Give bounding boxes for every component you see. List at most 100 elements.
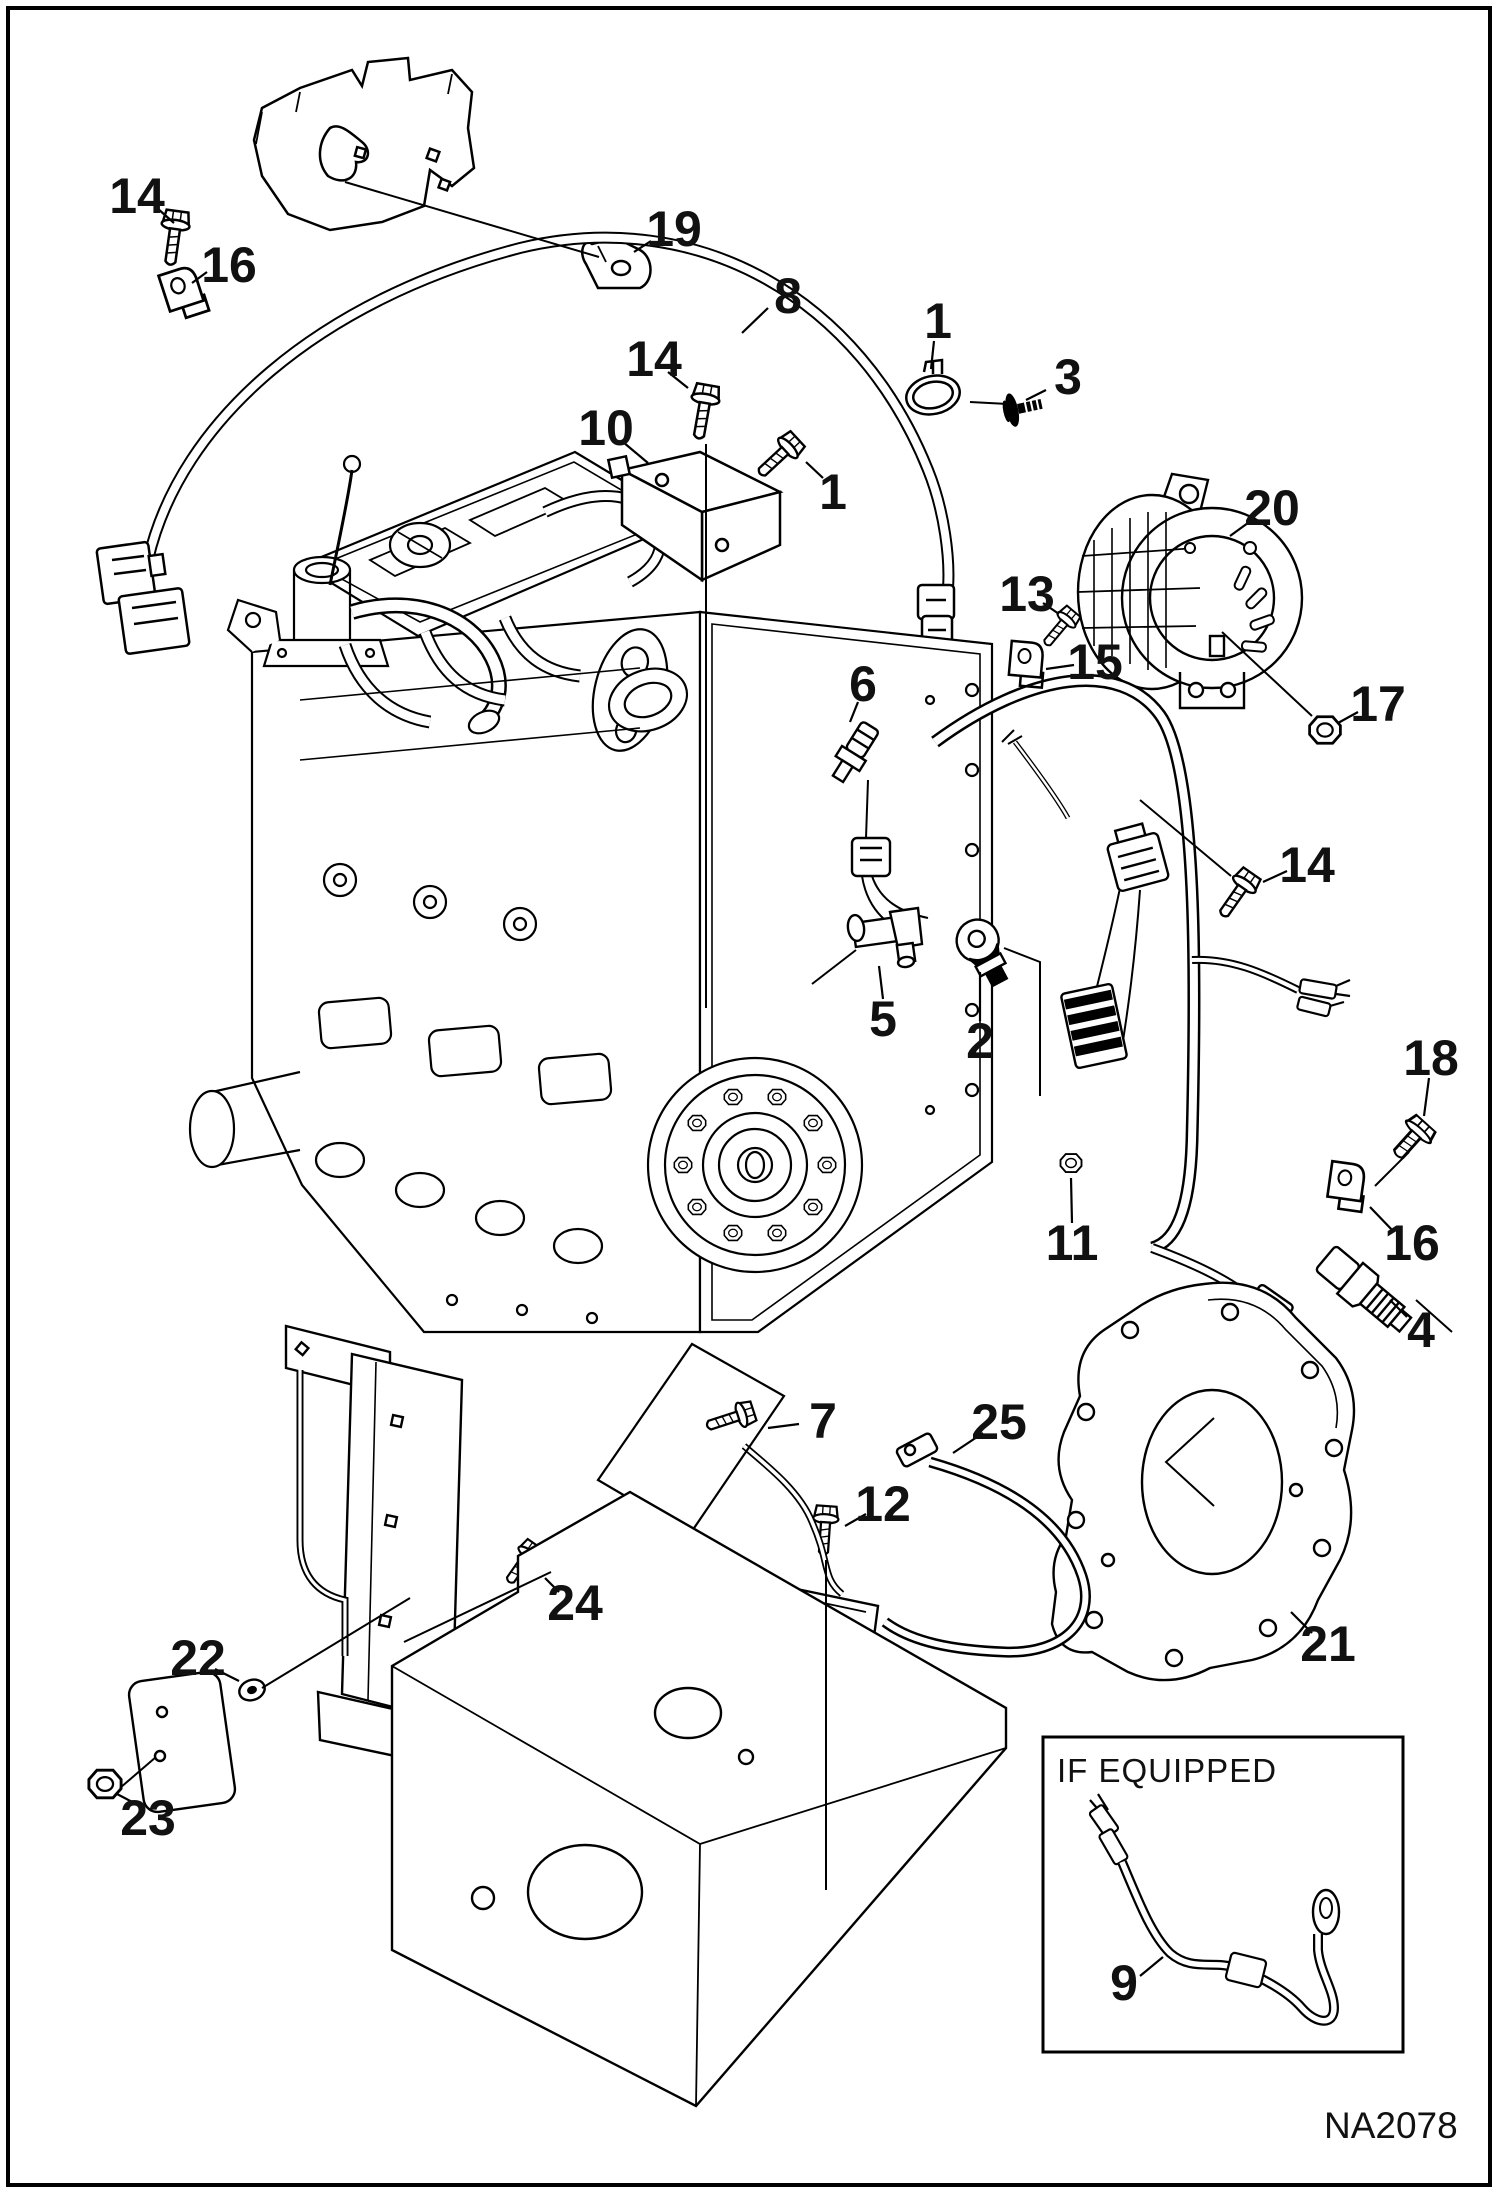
nut-11: [1059, 1153, 1083, 1173]
callout-leader-line: [622, 441, 649, 464]
callout-leader-line: [929, 340, 936, 370]
callout-21-27: 21: [1290, 1611, 1356, 1672]
callout-leader-line: [1337, 711, 1359, 724]
callout-leader-line: [1069, 1177, 1074, 1224]
callout-9-28: 9: [1110, 1955, 1164, 2011]
callout-number: 20: [1244, 480, 1300, 536]
callout-3-5: 3: [1025, 349, 1082, 405]
callout-13-10: 13: [999, 566, 1060, 622]
callout-number: 23: [120, 1790, 176, 1846]
assembly-line: [261, 1597, 411, 1689]
cable-tie-1: [905, 358, 961, 416]
nut-23: [87, 1768, 123, 1800]
callout-number: 5: [869, 991, 897, 1047]
callout-11-18: 11: [1046, 1177, 1099, 1271]
callout-leader-line: [1422, 1077, 1431, 1117]
adapter-plate-21: [1050, 1281, 1356, 1682]
callout-14-14: 14: [1262, 837, 1335, 893]
callout-17-13: 17: [1337, 676, 1406, 732]
upper-mount-bracket: [252, 56, 476, 232]
callout-number: 8: [774, 268, 802, 324]
callout-leader-line: [156, 207, 175, 224]
elbow-fitting-5: [846, 906, 924, 969]
callout-7-21: 7: [767, 1393, 837, 1449]
callout-leader-line: [741, 307, 769, 334]
assembly-line: [403, 1571, 552, 1643]
callout-number: 14: [109, 168, 165, 224]
pressure-switch-2: [955, 918, 1009, 988]
callout-25-22: 25: [952, 1394, 1027, 1454]
harness-fork-terminals: [1296, 978, 1351, 1018]
callout-number: 10: [578, 400, 634, 456]
callout-number: 14: [1279, 837, 1335, 893]
drawing-code: NA2078: [1324, 2105, 1458, 2146]
assembly-line: [865, 779, 869, 839]
assembly-line: [1003, 947, 1041, 1096]
callout-number: 6: [849, 656, 877, 712]
callout-16-19: 16: [1369, 1206, 1440, 1271]
assembly-line: [1139, 799, 1232, 877]
engine-assembly: [188, 450, 994, 1334]
callout-leader-line: [952, 1432, 984, 1454]
callout-12-23: 12: [844, 1476, 911, 1532]
callout-number: 12: [855, 1476, 911, 1532]
callout-2-16: 2: [966, 972, 994, 1069]
callout-leader-line: [805, 461, 824, 479]
assembly-line: [119, 1756, 157, 1789]
callout-leader-line: [633, 240, 652, 253]
inset-title: IF EQUIPPED: [1057, 1752, 1277, 1789]
alternator-20: [1076, 472, 1304, 710]
assembly-lines-layer: [119, 181, 1453, 1890]
assembly-line: [1221, 631, 1313, 717]
callout-number: 7: [809, 1393, 837, 1449]
callout-number: 18: [1403, 1030, 1459, 1086]
callout-5-15: 5: [869, 965, 897, 1047]
callout-20-9: 20: [1229, 480, 1300, 537]
callout-number: 24: [547, 1575, 603, 1631]
callout-number: 2: [966, 1013, 994, 1069]
callout-number: 4: [1407, 1302, 1435, 1358]
mount-plate-23: [127, 1670, 237, 1814]
callout-leader-line: [1045, 663, 1075, 671]
nut-17: [1308, 715, 1342, 745]
callout-leader-line: [1290, 1611, 1313, 1634]
callout-18-17: 18: [1403, 1030, 1459, 1117]
callout-4-20: 4: [1389, 1299, 1435, 1358]
callout-number: 1: [819, 464, 847, 520]
callout-leader-line: [1025, 389, 1047, 401]
callout-14-0: 14: [109, 168, 175, 224]
callout-24-24: 24: [544, 1575, 603, 1631]
callout-number: 11: [1046, 1215, 1099, 1271]
callout-number: 25: [971, 1394, 1027, 1450]
callout-number: 1: [924, 293, 952, 349]
callout-23-26: 23: [116, 1790, 176, 1846]
callout-number: 21: [1300, 1616, 1356, 1672]
callout-1-8: 1: [805, 461, 847, 520]
callout-10-7: 10: [578, 400, 649, 464]
sensor-6: [831, 721, 880, 784]
callout-16-1: 16: [191, 237, 257, 293]
callout-22-25: 22: [170, 1630, 240, 1686]
bottom-panel: [390, 1490, 1008, 2108]
callout-leader-line: [191, 271, 208, 284]
callout-8-3: 8: [741, 268, 802, 334]
callout-leader-line: [1389, 1299, 1408, 1318]
callout-leader-line: [844, 1513, 867, 1527]
callout-leader-line: [1369, 1206, 1395, 1233]
callout-leader-line: [767, 1422, 800, 1430]
callout-number: 9: [1110, 1955, 1138, 2011]
assembly-line: [969, 401, 1009, 405]
harness-connector-a: [1106, 822, 1170, 892]
callout-number: 13: [999, 566, 1055, 622]
callout-number: 14: [626, 331, 682, 387]
callout-leader-line: [116, 1793, 139, 1806]
callout-1-4: 1: [924, 293, 952, 370]
callout-number: 15: [1067, 634, 1123, 690]
callout-leader-line: [1042, 602, 1060, 615]
callout-leader-line: [1229, 519, 1253, 537]
callout-number: 17: [1350, 676, 1406, 732]
callout-leader-line: [214, 1668, 240, 1682]
